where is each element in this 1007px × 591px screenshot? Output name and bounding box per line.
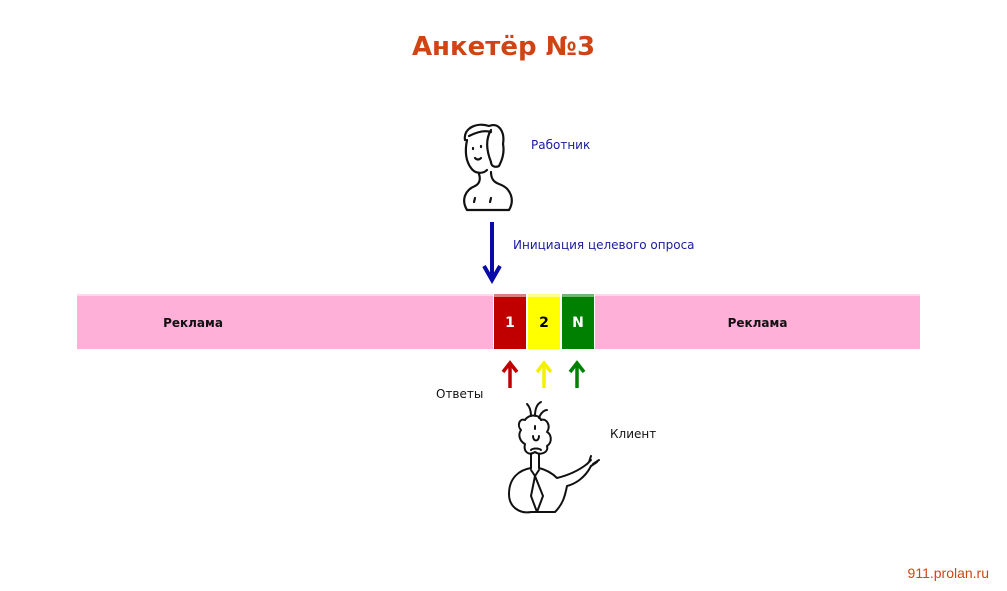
- answer-option-n[interactable]: N: [562, 294, 594, 349]
- ad-label-left: Реклама: [163, 316, 223, 330]
- arrow-down-icon: [482, 222, 502, 284]
- arrow-up-yellow-icon: [535, 360, 553, 388]
- site-link[interactable]: 911.prolan.ru: [907, 565, 989, 581]
- answers-label: Ответы: [436, 387, 484, 401]
- client-label: Клиент: [610, 427, 657, 441]
- arrow-up-red-icon: [501, 360, 519, 388]
- ad-block-right: Реклама: [595, 294, 920, 349]
- worker-label: Работник: [531, 138, 591, 152]
- arrow-up-green-icon: [568, 360, 586, 388]
- ad-block-left: Реклама: [77, 294, 493, 349]
- answer-option-2[interactable]: 2: [528, 294, 560, 349]
- worker-sketch-icon: [463, 123, 513, 212]
- initiation-label: Инициация целевого опроса: [513, 238, 695, 252]
- answer-option-1[interactable]: 1: [494, 294, 526, 349]
- page-title: Анкетёр №3: [411, 32, 596, 62]
- ad-label-right: Реклама: [727, 316, 788, 330]
- client-sketch-icon: [508, 401, 600, 514]
